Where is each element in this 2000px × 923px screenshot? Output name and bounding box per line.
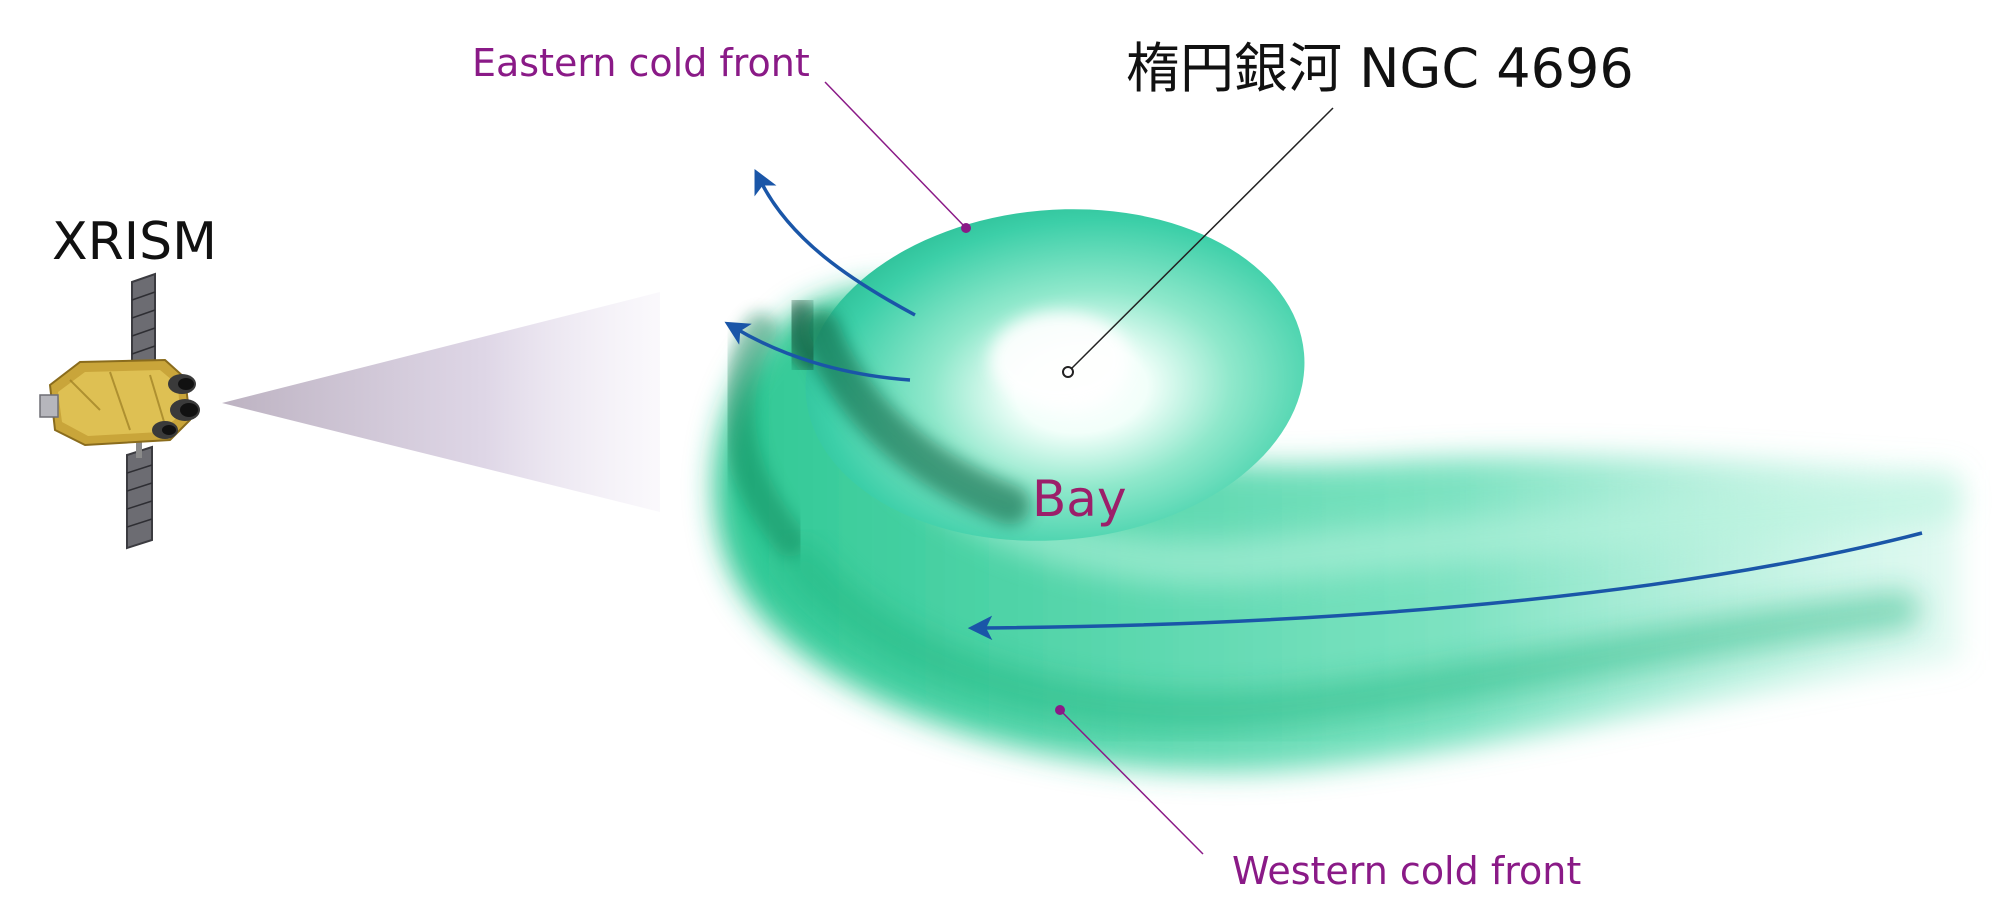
flow-arrow-lower [967, 531, 1923, 641]
eastern-cold-front-dot [961, 223, 971, 233]
gas-flow-arrows [724, 169, 1923, 641]
lower-solar-panel [126, 445, 153, 550]
satellite-icon [39, 272, 200, 550]
galaxy-label: 楕円銀河 NGC 4696 [1126, 37, 1634, 100]
flow-arrow-upper [754, 169, 916, 317]
galaxy-center-marker [1062, 366, 1074, 378]
upper-solar-panel [131, 272, 156, 370]
flow-arrow-middle [724, 321, 911, 382]
galaxy-pointer-line [1067, 107, 1334, 373]
galaxy-ngc4696 [780, 209, 1305, 541]
satellite-label: XRISM [52, 212, 217, 272]
western-cold-front-label: Western cold front [1232, 849, 1582, 893]
western-cold-front-dot [1055, 705, 1065, 715]
eastern-cold-front-leader [824, 81, 967, 229]
observation-cone [222, 292, 660, 512]
bay-label: Bay [1032, 470, 1127, 528]
western-cold-front-leader [1059, 709, 1204, 855]
eastern-cold-front-label: Eastern cold front [472, 41, 810, 85]
